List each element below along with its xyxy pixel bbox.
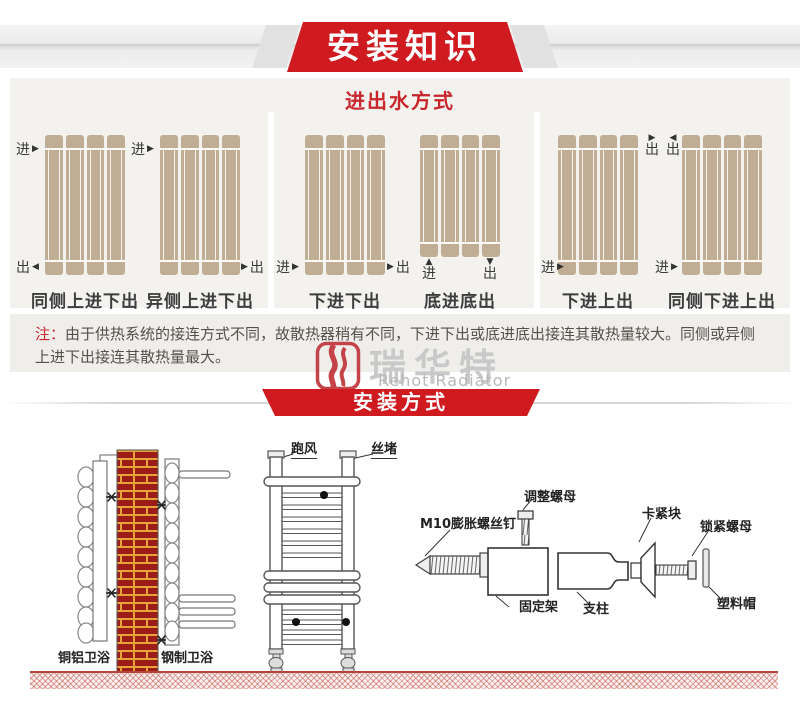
radiator-column: [620, 135, 638, 275]
label-air-vent: 跑风: [291, 438, 318, 459]
arrow-right-icon: ▶: [648, 133, 656, 143]
radiator-column: [222, 135, 240, 275]
note-prefix: 注：: [35, 325, 66, 343]
radiator-column: [201, 135, 220, 275]
radiator-column: [723, 135, 742, 275]
flow-subtitle: 进出水方式: [345, 89, 455, 113]
radiator-graphic: [558, 135, 638, 275]
ground-hatch: [30, 671, 778, 689]
page-title: 安装知识: [327, 27, 483, 66]
inlet-label: ▲进: [422, 257, 436, 282]
radiator-column: [65, 135, 84, 275]
outlet-label: ▶出: [645, 133, 659, 158]
label-plug: 丝堵: [371, 438, 398, 459]
panel-caption: 异侧上进下出: [146, 292, 254, 312]
radiator-column: [180, 135, 199, 275]
outlet-label: ◀出: [666, 133, 680, 158]
radiator-column: [440, 135, 459, 257]
label-lock-nut: 锁紧螺母: [700, 520, 753, 535]
arrow-right-icon: ▶: [292, 261, 299, 272]
label-adjust-nut: 调整螺母: [524, 490, 577, 505]
label-pillar: 支柱: [583, 602, 610, 617]
radiator-graphic: [305, 135, 385, 275]
radiator-column: [160, 135, 178, 275]
arrow-right-icon: ▶: [241, 261, 248, 272]
radiator-column: [702, 135, 721, 275]
radiator-column: [482, 135, 500, 257]
brand-name-cn: 瑞华特: [369, 346, 504, 389]
brand-logo-flame-icon: [315, 341, 361, 392]
label-clamp-block: 卡紧块: [642, 507, 682, 522]
flow-panel-group-2: 进▶ ▶出 下进下出 ▲进 ▼出 底进底出: [274, 112, 534, 312]
radiator-column: [367, 135, 385, 275]
label-expansion-anchor: M10膨胀螺丝钉: [420, 517, 517, 532]
panel-caption: 底进底出: [424, 292, 496, 312]
wall-mount-diagram: [77, 449, 236, 673]
inlet-label: 进▶: [655, 260, 678, 276]
radiator-graphic: [160, 135, 240, 275]
mount-hardware-diagram: [414, 498, 720, 608]
radiator-column: [86, 135, 105, 275]
arrow-right-icon: ▶: [557, 261, 564, 272]
inlet-label: 进▶: [131, 142, 154, 158]
arrow-left-icon: ◀: [669, 133, 677, 143]
radiator-graphic: [682, 135, 762, 275]
section-title-banner: 安装知识: [287, 22, 523, 72]
panel-caption: 同侧下进上出: [668, 292, 776, 312]
outlet-label: ▶出: [387, 260, 410, 276]
outlet-label: ▶出: [241, 260, 264, 276]
outlet-label: 出◀: [16, 260, 39, 276]
arrow-up-icon: ▲: [425, 257, 433, 267]
installation-diagram: [77, 449, 720, 673]
radiator-column: [744, 135, 762, 275]
flow-subtitle-bar: 进出水方式: [10, 78, 790, 113]
arrow-right-icon: ▶: [32, 143, 39, 154]
panel-caption: 下进下出: [309, 292, 381, 312]
label-plastic-cap: 塑料帽: [717, 597, 757, 612]
towel-radiator-diagram: [263, 450, 374, 673]
radiator-column: [346, 135, 365, 275]
brand-name-en: Rehot Radiator: [378, 371, 512, 390]
arrow-down-icon: ▼: [486, 257, 494, 267]
radiator-column: [420, 135, 438, 257]
radiator-column: [682, 135, 700, 275]
flow-panel-group-1: 进▶ 出◀ 同侧上进下出 进▶ ▶出 异侧上进下出: [10, 112, 268, 312]
label-steel-radiator: 钢制卫浴: [161, 651, 214, 666]
radiator-column: [599, 135, 618, 275]
radiator-column: [461, 135, 480, 257]
radiator-column: [45, 135, 63, 275]
radiator-column: [578, 135, 597, 275]
radiator-column: [107, 135, 125, 275]
panel-caption: 同侧上进下出: [31, 292, 139, 312]
inlet-label: 进▶: [16, 142, 39, 158]
radiator-graphic: [45, 135, 125, 275]
arrow-right-icon: ▶: [147, 143, 154, 154]
radiator-column: [325, 135, 344, 275]
note-box: 注：由于供热系统的接连方式不同，故散热器稍有不同，下进下出或底进底出接连其散热量…: [10, 314, 790, 372]
arrow-right-icon: ▶: [387, 261, 394, 272]
install-title: 安装方式: [353, 390, 449, 414]
inlet-label: 进▶: [276, 260, 299, 276]
arrow-left-icon: ◀: [32, 261, 39, 272]
arrow-right-icon: ▶: [671, 261, 678, 272]
note-text: 由于供热系统的接连方式不同，故散热器稍有不同，下进下出或底进底出接连其散热量较大…: [35, 325, 756, 366]
flow-panel-group-3: 进▶ ▶出 下进上出 ◀出 进▶ 同侧下进上出: [540, 112, 790, 312]
label-copper-radiator: 铜铝卫浴: [58, 651, 111, 666]
radiator-column: [305, 135, 323, 275]
inlet-label: 进▶: [541, 260, 564, 276]
outlet-label: ▼出: [483, 257, 497, 282]
install-title-banner: 安装方式: [262, 389, 540, 416]
radiator-graphic: [420, 135, 500, 257]
radiator-column: [558, 135, 576, 275]
panel-caption: 下进上出: [562, 292, 634, 312]
label-bracket: 固定架: [519, 600, 559, 615]
